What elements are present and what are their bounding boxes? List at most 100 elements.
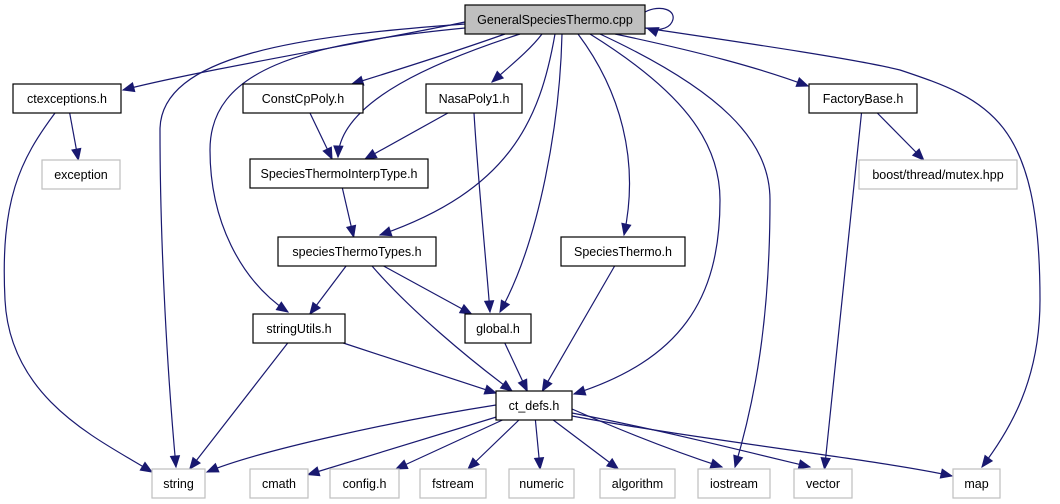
- node-label: ct_defs.h: [509, 399, 560, 413]
- node-exception: exception: [41, 159, 121, 190]
- node-box: [249, 468, 309, 499]
- node-label: config.h: [343, 477, 387, 491]
- node-box: [464, 4, 646, 35]
- node-sttypes[interactable]: speciesThermoTypes.h: [277, 236, 437, 267]
- node-label: ConstCpPoly.h: [262, 92, 344, 106]
- edge-root-to-ctdefs: [573, 33, 721, 395]
- arrow-head-icon: [309, 301, 322, 316]
- node-stringutils[interactable]: stringUtils.h: [252, 313, 346, 344]
- edge-root-to-factorybase: [614, 33, 809, 87]
- arrow-head-icon: [306, 466, 321, 477]
- node-box: [12, 83, 122, 114]
- arrow-head-icon: [139, 461, 154, 473]
- edge-sttypes-to-global: [383, 265, 472, 315]
- node-cmath: cmath: [249, 468, 309, 499]
- arrow-head-icon: [621, 222, 632, 237]
- node-label: global.h: [476, 322, 520, 336]
- edge-root-to-interptype: [337, 33, 521, 158]
- arrow-head-icon: [533, 457, 545, 471]
- node-constcp[interactable]: ConstCpPoly.h: [242, 83, 364, 114]
- edge-ctdefs-to-config: [395, 419, 503, 470]
- arrow-head-icon: [483, 384, 498, 395]
- edges-layer: [3, 7, 1041, 479]
- node-label: GeneralSpeciesThermo.cpp: [477, 13, 633, 27]
- edge-root-to-global: [499, 33, 563, 313]
- node-label: ctexceptions.h: [27, 92, 107, 106]
- node-label: speciesThermoTypes.h: [292, 245, 421, 259]
- node-nasapoly1[interactable]: NasaPoly1.h: [425, 83, 523, 114]
- arrow-head-icon: [795, 77, 810, 87]
- edge-root-to-speciesthermo: [577, 33, 630, 236]
- node-label: iostream: [710, 477, 758, 491]
- arrow-head-icon: [188, 456, 201, 471]
- node-box: [329, 468, 400, 499]
- node-ctexceptions[interactable]: ctexceptions.h: [12, 83, 122, 114]
- arrow-head-icon: [491, 70, 505, 83]
- node-box: [242, 83, 364, 114]
- edge-root-to-iostream: [599, 33, 771, 468]
- node-label: FactoryBase.h: [823, 92, 904, 106]
- node-box: [277, 236, 437, 267]
- node-fstream: fstream: [419, 468, 487, 499]
- arrow-head-icon: [275, 301, 290, 313]
- edge-root-to-sttypes: [379, 33, 556, 236]
- edge-stringutils-to-ctdefs: [343, 342, 497, 394]
- arrow-head-icon: [205, 462, 220, 473]
- edge-root-to-ctexceptions: [122, 21, 466, 91]
- edge-ctdefs-to-cmath: [307, 416, 497, 476]
- edge-factorybase-to-vector: [823, 112, 863, 470]
- arrow-head-icon: [121, 82, 136, 93]
- node-box: [808, 83, 918, 114]
- edge-root-to-constcp: [351, 33, 506, 85]
- node-factorybase[interactable]: FactoryBase.h: [808, 83, 918, 114]
- node-root[interactable]: GeneralSpeciesThermo.cpp: [464, 4, 646, 35]
- edge-sttypes-to-ctdefs: [371, 265, 513, 392]
- node-box: [464, 313, 532, 344]
- edge-root-to-root: [644, 7, 674, 31]
- node-label: fstream: [432, 477, 474, 491]
- node-box: [252, 313, 346, 344]
- arrow-head-icon: [333, 145, 344, 159]
- arrow-head-icon: [345, 224, 357, 239]
- node-global[interactable]: global.h: [464, 313, 532, 344]
- node-speciesthermo[interactable]: SpeciesThermo.h: [560, 236, 686, 267]
- edge-ctdefs-to-vector: [571, 412, 811, 468]
- node-box: [419, 468, 487, 499]
- node-label: NasaPoly1.h: [439, 92, 510, 106]
- node-algorithm: algorithm: [599, 468, 676, 499]
- node-label: SpeciesThermoInterpType.h: [260, 167, 417, 181]
- arrow-head-icon: [467, 457, 480, 470]
- node-interptype[interactable]: SpeciesThermoInterpType.h: [249, 158, 429, 189]
- node-box: [599, 468, 676, 499]
- edge-ctexceptions-to-string: [3, 112, 153, 473]
- node-label: algorithm: [612, 477, 663, 491]
- edge-speciesthermo-to-ctdefs: [541, 265, 616, 392]
- node-vector: vector: [793, 468, 853, 499]
- node-ctdefs[interactable]: ct_defs.h: [495, 390, 573, 421]
- node-box: [495, 390, 573, 421]
- nodes-layer: GeneralSpeciesThermo.cpp ctexceptions.h Co…: [12, 4, 1018, 499]
- edge-root-to-string: [159, 23, 466, 468]
- node-config: config.h: [329, 468, 400, 499]
- arrow-head-icon: [981, 454, 994, 469]
- arrow-head-icon: [541, 378, 553, 393]
- node-numeric: numeric: [508, 468, 575, 499]
- edge-stringutils-to-string: [189, 342, 289, 470]
- arrow-head-icon: [169, 455, 181, 469]
- node-mutex: boost/thread/mutex.hpp: [858, 159, 1018, 190]
- edge-nasapoly1-to-global: [473, 112, 491, 313]
- arrow-head-icon: [797, 459, 812, 470]
- arrow-head-icon: [709, 458, 724, 469]
- edge-root-to-map: [644, 27, 1041, 468]
- node-box: [793, 468, 853, 499]
- edge-ctdefs-to-fstream: [467, 419, 520, 470]
- edge-ctdefs-to-map: [571, 415, 953, 477]
- node-label: exception: [54, 168, 108, 182]
- edge-ctdefs-to-algorithm: [552, 419, 619, 470]
- node-label: vector: [806, 477, 840, 491]
- arrow-head-icon: [322, 146, 333, 161]
- arrow-head-icon: [394, 459, 409, 470]
- node-box: [249, 158, 429, 189]
- node-label: stringUtils.h: [266, 322, 331, 336]
